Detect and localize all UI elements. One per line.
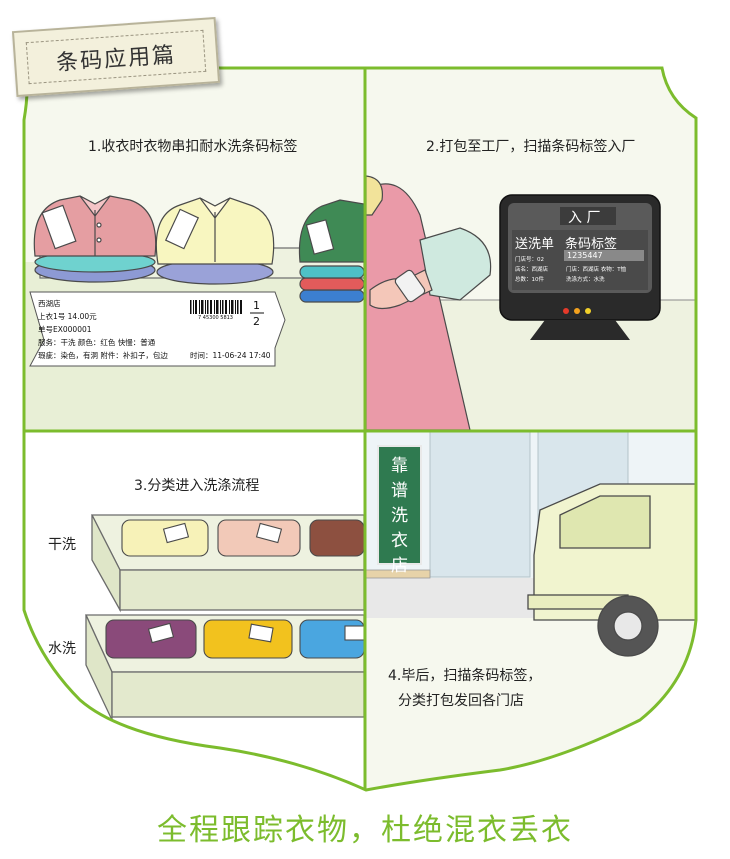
barcode-graphic bbox=[190, 300, 242, 314]
panel-3-caption: 3.分类进入洗涤流程 bbox=[134, 478, 260, 494]
scanner-monitor bbox=[499, 194, 661, 340]
footer-slogan: 全程跟踪衣物，杜绝混衣丢衣 bbox=[157, 813, 573, 848]
water-wash-items bbox=[105, 619, 365, 659]
sign-char-1: 靠 bbox=[391, 456, 408, 476]
monitor-left-line-3: 总数：10件 bbox=[515, 277, 544, 283]
monitor-code: 1235447 bbox=[567, 251, 603, 260]
water-wash-label: 水洗 bbox=[48, 641, 76, 657]
sign-char-5: 店 bbox=[391, 556, 408, 576]
section-title: 条码应用篇 bbox=[25, 29, 207, 85]
sign-char-2: 谱 bbox=[391, 481, 408, 501]
tag-store: 西湖店 bbox=[38, 299, 61, 308]
comic-frame bbox=[22, 66, 698, 792]
delivery-truck bbox=[527, 483, 697, 657]
worker-figure bbox=[365, 175, 492, 431]
tag-service: 服务：干洗 颜色：红色 快慢：普通 bbox=[38, 338, 156, 347]
monitor-left-title: 送洗单 bbox=[515, 237, 555, 252]
dry-clean-label: 干洗 bbox=[48, 537, 76, 553]
panel-4-caption-line-2: 分类打包发回各门店 bbox=[398, 693, 524, 709]
monitor-right-title: 条码标签 bbox=[565, 237, 618, 252]
monitor-header: 入 厂 bbox=[568, 210, 601, 226]
panel-4-caption-line-1: 4.毕后，扫描条码标签， bbox=[388, 668, 542, 684]
yellow-shirt-stack bbox=[155, 197, 275, 285]
tag-flaws: 瑕疵：染色，有洞 附件：补扣子，包边 bbox=[38, 351, 168, 360]
dry-clean-items bbox=[121, 519, 365, 557]
pink-shirt-stack bbox=[33, 195, 157, 283]
laundry-shop-sign: 靠 谱 洗 衣 店 bbox=[377, 445, 422, 576]
barcode-tag-card bbox=[29, 291, 286, 367]
tag-fraction-denominator: 2 bbox=[253, 315, 260, 328]
monitor-left-line-1: 门店号：02 bbox=[515, 257, 544, 263]
tag-barcode-number: 7 45300 5813 bbox=[198, 315, 233, 321]
tag-item: 上衣1号 14.00元 bbox=[38, 312, 97, 321]
panel-1-caption: 1.收衣时衣物串扣耐水洗条码标签 bbox=[88, 139, 298, 155]
tag-order: 单号EX000001 bbox=[38, 325, 92, 334]
green-shirt-stack bbox=[298, 199, 365, 303]
monitor-right-line-1: 门店：西湖店 衣物：T恤 bbox=[566, 267, 627, 273]
panel-2-caption: 2.打包至工厂，扫描条码标签入厂 bbox=[426, 139, 636, 155]
tag-time: 时间：11-06-24 17:40 bbox=[190, 351, 271, 360]
sign-char-3: 洗 bbox=[391, 506, 408, 526]
tag-fraction-numerator: 1 bbox=[253, 299, 260, 312]
monitor-right-line-2: 洗涤方式：水洗 bbox=[566, 277, 605, 283]
monitor-left-line-2: 店名：西湖店 bbox=[515, 267, 549, 273]
sign-char-4: 衣 bbox=[391, 531, 408, 551]
